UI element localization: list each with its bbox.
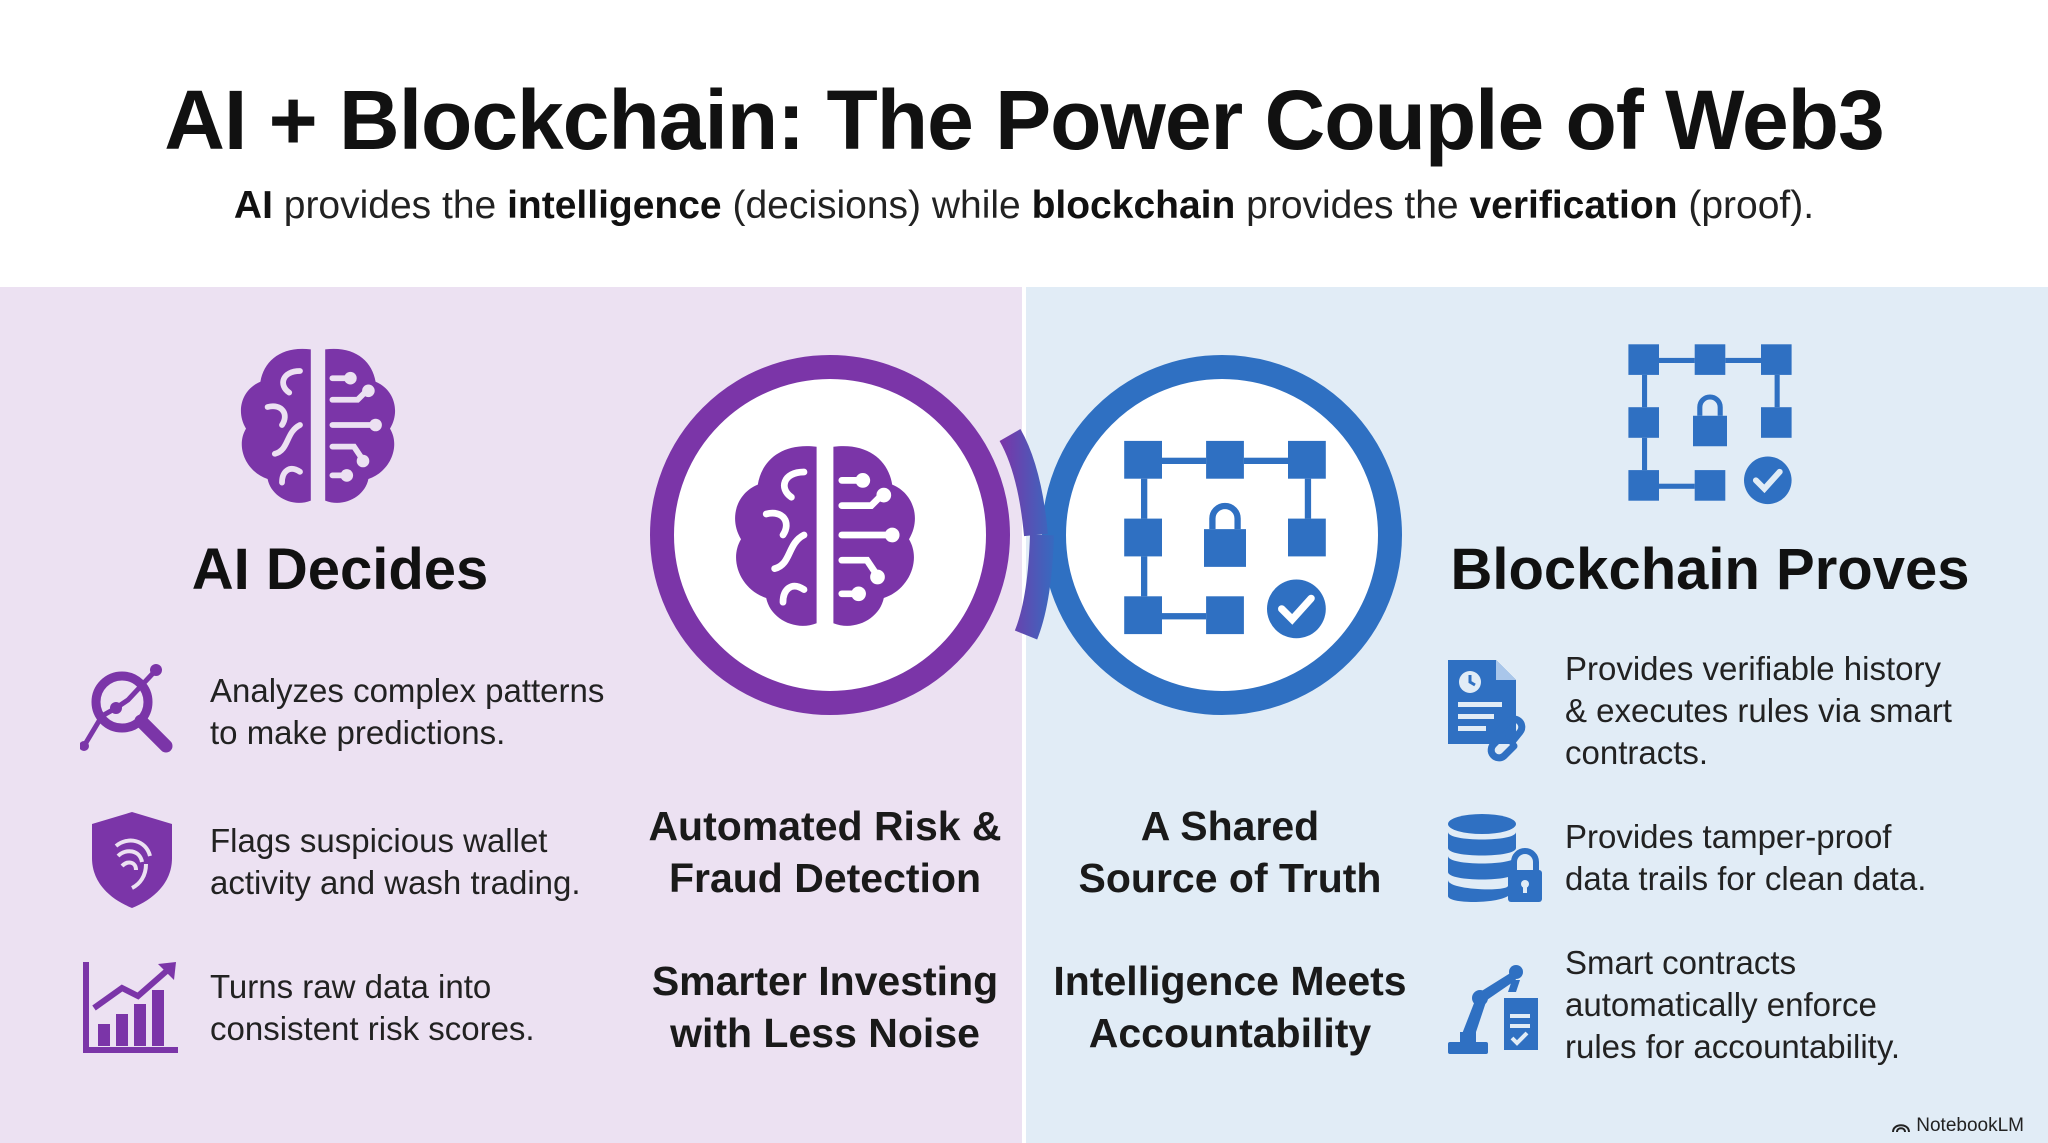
benefit-smarter-investing: Smarter Investing with Less Noise — [620, 955, 1030, 1059]
subtitle-verification: verification — [1469, 184, 1678, 227]
subtitle-text-1: provides the — [272, 184, 508, 227]
ai-item-3-text: Turns raw data into consistent risk scor… — [210, 966, 650, 1050]
brain-circuit-icon — [240, 348, 396, 503]
benefit-risk-fraud-line2: Fraud Detection — [668, 855, 982, 901]
benefit-shared-truth-line2: Source of Truth — [1078, 855, 1382, 901]
robot-arm-icon — [1448, 965, 1538, 1054]
document-link-icon — [1448, 660, 1526, 762]
ai-item-2-line2: activity and wash trading. — [210, 864, 581, 901]
blockchain-item-3-line2: automatically enforce — [1565, 986, 1877, 1023]
blockchain-lock-icon — [1628, 344, 1792, 505]
blockchain-lock-center-icon — [1124, 440, 1326, 639]
benefit-shared-truth-line1: A Shared — [1140, 803, 1320, 849]
blockchain-item-3-text: Smart contracts automatically enforce ru… — [1565, 942, 2025, 1068]
blockchain-item-1-line2: & executes rules via smart — [1565, 692, 1952, 729]
benefit-accountability: Intelligence Meets Accountability — [1040, 955, 1420, 1059]
benefit-smarter-investing-line1: Smarter Investing — [651, 958, 999, 1004]
blockchain-item-2-text: Provides tamper-proof data trails for cl… — [1565, 816, 2025, 900]
ai-item-2-line1: Flags suspicious wallet — [210, 822, 548, 859]
database-lock-icon — [1448, 814, 1542, 902]
blockchain-item-3-line1: Smart contracts — [1565, 944, 1797, 981]
subtitle-blockchain: blockchain — [1031, 184, 1236, 227]
subtitle-text-2: (decisions) while — [721, 184, 1032, 227]
blockchain-item-3-line3: rules for accountability. — [1565, 1028, 1901, 1065]
ai-item-2-text: Flags suspicious wallet activity and was… — [210, 820, 650, 904]
notebooklm-badge: NotebookLM — [1892, 1115, 2024, 1137]
blockchain-item-1-text: Provides verifiable history & executes r… — [1565, 648, 2025, 774]
ai-item-1-line1: Analyzes complex patterns — [210, 672, 605, 709]
magnifier-analytics-icon — [80, 664, 173, 753]
ai-item-1-text: Analyzes complex patterns to make predic… — [210, 670, 650, 754]
ai-decides-title: AI Decides — [191, 537, 489, 602]
notebooklm-logo-icon — [1892, 1124, 1911, 1133]
brain-circuit-center-icon — [735, 446, 915, 626]
blockchain-item-2-line2: data trails for clean data. — [1565, 860, 1927, 897]
blockchain-item-2-line1: Provides tamper-proof — [1565, 818, 1892, 855]
benefit-accountability-line1: Intelligence Meets — [1053, 958, 1407, 1004]
subtitle-intelligence: intelligence — [507, 184, 722, 227]
blockchain-item-1-line3: contracts. — [1565, 734, 1709, 771]
benefit-risk-fraud-line1: Automated Risk & — [648, 803, 1002, 849]
blockchain-item-1-line1: Provides verifiable history — [1565, 650, 1941, 687]
page-subtitle: AI provides the intelligence (decisions)… — [0, 178, 2048, 234]
ai-item-1-line2: to make predictions. — [210, 714, 506, 751]
bar-chart-growth-icon — [83, 962, 178, 1053]
header: AI + Blockchain: The Power Couple of Web… — [0, 0, 2048, 287]
ai-ring — [650, 355, 1010, 715]
subtitle-text-4: (proof). — [1677, 184, 1815, 227]
shield-icon — [92, 812, 172, 908]
subtitle-ai: AI — [233, 184, 273, 227]
ai-item-3-line1: Turns raw data into — [210, 968, 492, 1005]
notebooklm-label: NotebookLM — [1916, 1115, 2024, 1136]
ai-item-3-line2: consistent risk scores. — [210, 1010, 535, 1047]
page-title: AI + Blockchain: The Power Couple of Web… — [164, 73, 1884, 167]
benefit-risk-fraud: Automated Risk & Fraud Detection — [620, 800, 1030, 904]
blockchain-proves-title: Blockchain Proves — [1450, 537, 1970, 602]
benefit-shared-truth: A Shared Source of Truth — [1040, 800, 1420, 904]
benefit-smarter-investing-line2: with Less Noise — [670, 1010, 980, 1056]
subtitle-text-3: provides the — [1235, 184, 1470, 227]
benefit-accountability-line2: Accountability — [1088, 1010, 1372, 1056]
